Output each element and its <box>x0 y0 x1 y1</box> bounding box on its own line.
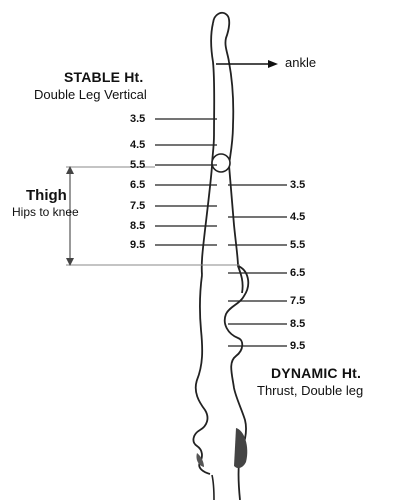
dynamic-height-title: DYNAMIC Ht. <box>271 366 361 380</box>
ankle-arrowhead <box>268 60 278 68</box>
dynamic-mark-8-5: 8.5 <box>290 319 305 330</box>
stable-mark-4-5: 4.5 <box>130 140 145 151</box>
dynamic-mark-5-5: 5.5 <box>290 240 305 251</box>
inner-line <box>212 475 214 500</box>
ankle-label: ankle <box>285 56 316 69</box>
dynamic-mark-9-5: 9.5 <box>290 341 305 352</box>
stable-height-subtitle: Double Leg Vertical <box>34 88 147 101</box>
dynamic-mark-6-5: 6.5 <box>290 268 305 279</box>
hip-outline <box>193 275 210 474</box>
leg-outline <box>213 13 243 293</box>
stable-height-title: STABLE Ht. <box>64 70 144 84</box>
thigh-title: Thigh <box>26 188 67 203</box>
stable-mark-5-5: 5.5 <box>130 160 145 171</box>
dynamic-mark-4-5: 4.5 <box>290 212 305 223</box>
dynamic-height-subtitle: Thrust, Double leg <box>257 384 363 397</box>
dynamic-mark-3-5: 3.5 <box>290 180 305 191</box>
leg-outline-left <box>202 23 215 275</box>
dynamic-mark-7-5: 7.5 <box>290 296 305 307</box>
stable-mark-7-5: 7.5 <box>130 201 145 212</box>
knee-circle <box>212 154 230 172</box>
stable-mark-6-5: 6.5 <box>130 180 145 191</box>
stable-mark-3-5: 3.5 <box>130 114 145 125</box>
stable-mark-8-5: 8.5 <box>130 221 145 232</box>
stable-mark-9-5: 9.5 <box>130 240 145 251</box>
thigh-subtitle: Hips to knee <box>12 206 79 218</box>
